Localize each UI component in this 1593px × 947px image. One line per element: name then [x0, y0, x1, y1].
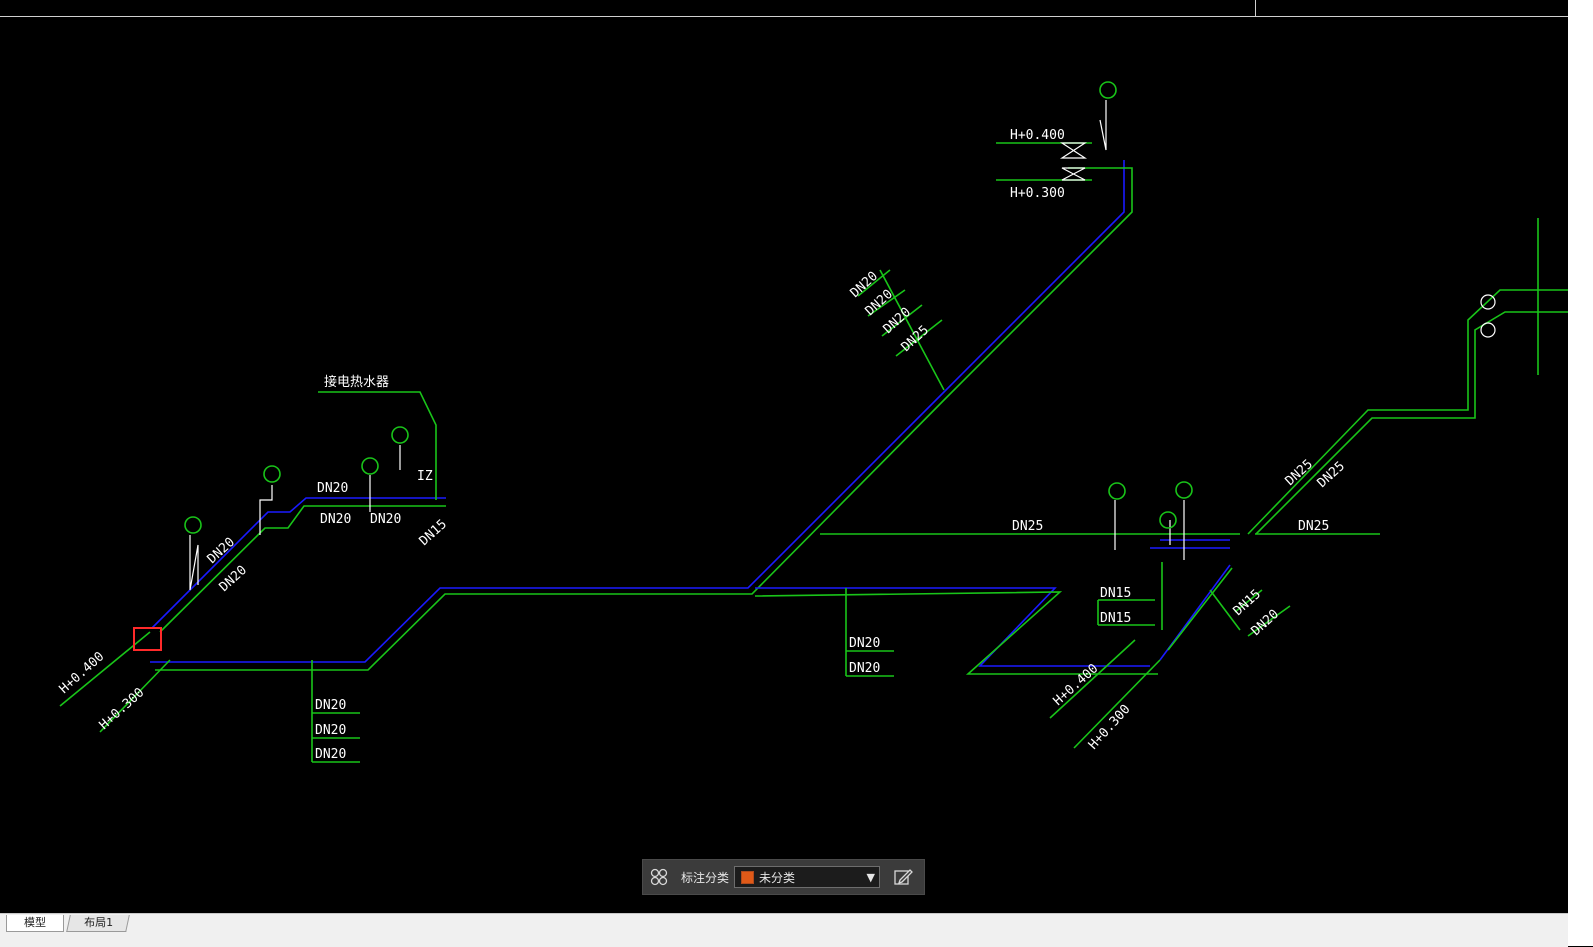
- dn-upper-3: DN20: [370, 512, 401, 527]
- tab-model[interactable]: 模型: [6, 915, 64, 932]
- pipe-upper-green: [159, 505, 446, 633]
- elev-h300-top: H+0.300: [1010, 186, 1065, 201]
- category-select[interactable]: 未分类 ▼: [734, 866, 881, 888]
- tag-circle-7: [1175, 481, 1193, 499]
- pipe-upper-blue: [151, 497, 446, 629]
- elev-h400-right: H+0.400: [1051, 661, 1102, 709]
- pipe-left-green: [155, 167, 1133, 671]
- pipe-lower-blue: [755, 587, 1150, 667]
- fixture-lines: [189, 100, 1185, 591]
- category-value: 未分类: [759, 870, 796, 885]
- elev-line-right: [1049, 639, 1161, 749]
- edit-icon: [894, 869, 913, 885]
- dn-bottom-2: DN20: [315, 723, 346, 738]
- dn-diag-1: DN25: [1283, 457, 1316, 489]
- tab-model-label: 模型: [24, 916, 46, 929]
- pipe-right-cluster-green: [1161, 562, 1233, 651]
- elev-h400-top: H+0.400: [1010, 128, 1065, 143]
- dn-upper-1: DN20: [317, 481, 348, 496]
- dn-riser-4: DN25: [899, 323, 932, 355]
- layout-tab-bar: 模型 布局1: [0, 913, 1568, 947]
- gauge-circle-1: [1480, 294, 1496, 310]
- dn-left-2: DN20: [217, 563, 250, 595]
- elev-line-top: [996, 142, 1092, 181]
- pipe-lower-green: [754, 591, 1158, 675]
- leader-bottom: [311, 660, 360, 763]
- drawing-canvas[interactable]: 接电热水器 H+0.400 H+0.300 H+0.400 H+0.300 H+…: [0, 0, 1568, 913]
- dn-iz: IZ: [417, 469, 433, 484]
- dn-mid-1: DN20: [849, 636, 880, 651]
- leader-right: [1097, 599, 1155, 626]
- dn-horizontal: DN25: [1012, 519, 1043, 534]
- gauge-circle-2: [1480, 322, 1496, 338]
- tag-circle-4: [391, 426, 409, 444]
- pipe-diag-right: [1247, 289, 1568, 535]
- dn-right-2: DN15: [1100, 611, 1131, 626]
- tag-circle-5: [1099, 81, 1117, 99]
- leader-heater: [318, 391, 437, 500]
- dn-upper-2: DN20: [320, 512, 351, 527]
- selection-box: [133, 627, 162, 651]
- dn-riser-3: DN20: [881, 305, 914, 337]
- right-edge-panel: [1568, 0, 1593, 946]
- tag-circle-2: [263, 465, 281, 483]
- category-label: 标注分类: [681, 870, 730, 885]
- dn-horizontal-right: DN25: [1298, 519, 1329, 534]
- valve-top: [1059, 142, 1088, 181]
- grid-icon: [650, 868, 668, 886]
- dn-bottom-3: DN20: [315, 747, 346, 762]
- elev-h300-right: H+0.300: [1086, 702, 1134, 753]
- tag-circle-3: [361, 457, 379, 475]
- dn-upper-4: DN15: [417, 517, 450, 549]
- leader-right-dn: [1209, 589, 1291, 637]
- dn-bottom-1: DN20: [315, 698, 346, 713]
- pipe-left-blue: [150, 160, 1125, 663]
- pipe-diag-right2: [1255, 311, 1568, 535]
- elev-h300-left: H+0.300: [97, 685, 148, 733]
- leader-mid: [845, 588, 894, 677]
- edit-button[interactable]: [890, 864, 916, 890]
- top-ruler: [0, 0, 1568, 17]
- dn-mid-2: DN20: [849, 661, 880, 676]
- ruler-divider: [1255, 0, 1256, 16]
- leader-riser: [857, 269, 945, 391]
- pipe-system-drawing: 接电热水器 H+0.400 H+0.300 H+0.400 H+0.300 H+…: [57, 81, 1568, 763]
- tab-layout1-label: 布局1: [83, 916, 113, 929]
- tag-circle-6: [1108, 482, 1126, 500]
- dn-left-1: DN20: [205, 535, 238, 567]
- grid-menu-button[interactable]: [643, 859, 675, 895]
- category-color-swatch: [741, 870, 755, 884]
- tab-layout1[interactable]: 布局1: [66, 915, 130, 932]
- dn-right-4: DN20: [1249, 607, 1282, 639]
- heater-note: 接电热水器: [324, 374, 389, 390]
- annotation-toolbar: 标注分类 未分类 ▼: [642, 859, 925, 895]
- tag-circle-8: [1159, 511, 1177, 529]
- dn-diag-2: DN25: [1315, 459, 1348, 491]
- tag-circle-1: [184, 516, 202, 534]
- dn-right-1: DN15: [1100, 586, 1131, 601]
- chevron-down-icon: ▼: [866, 871, 876, 884]
